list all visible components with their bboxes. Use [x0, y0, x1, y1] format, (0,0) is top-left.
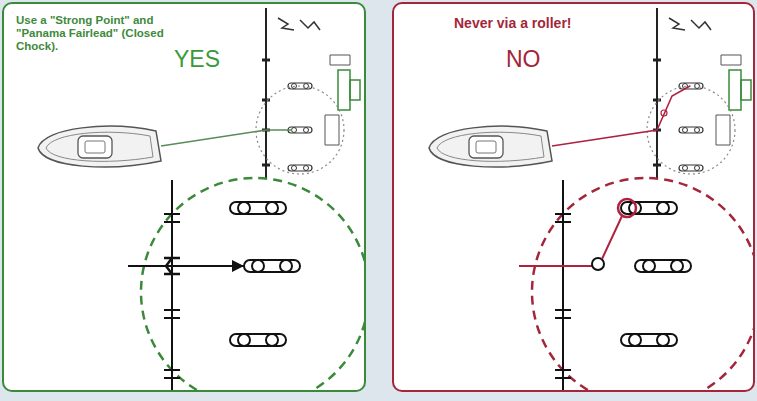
no-panel: Never via a roller! NO	[392, 2, 755, 392]
instruction-note: Use a "Strong Point" and "Panama Fairlea…	[16, 14, 166, 54]
verdict-label: YES	[174, 46, 220, 72]
yes-illustration	[38, 8, 365, 391]
warning-note: Never via a roller!	[454, 15, 654, 31]
verdict-label: NO	[506, 46, 541, 72]
no-illustration	[429, 8, 754, 391]
yes-panel: Use a "Strong Point" and "Panama Fairlea…	[2, 2, 366, 392]
